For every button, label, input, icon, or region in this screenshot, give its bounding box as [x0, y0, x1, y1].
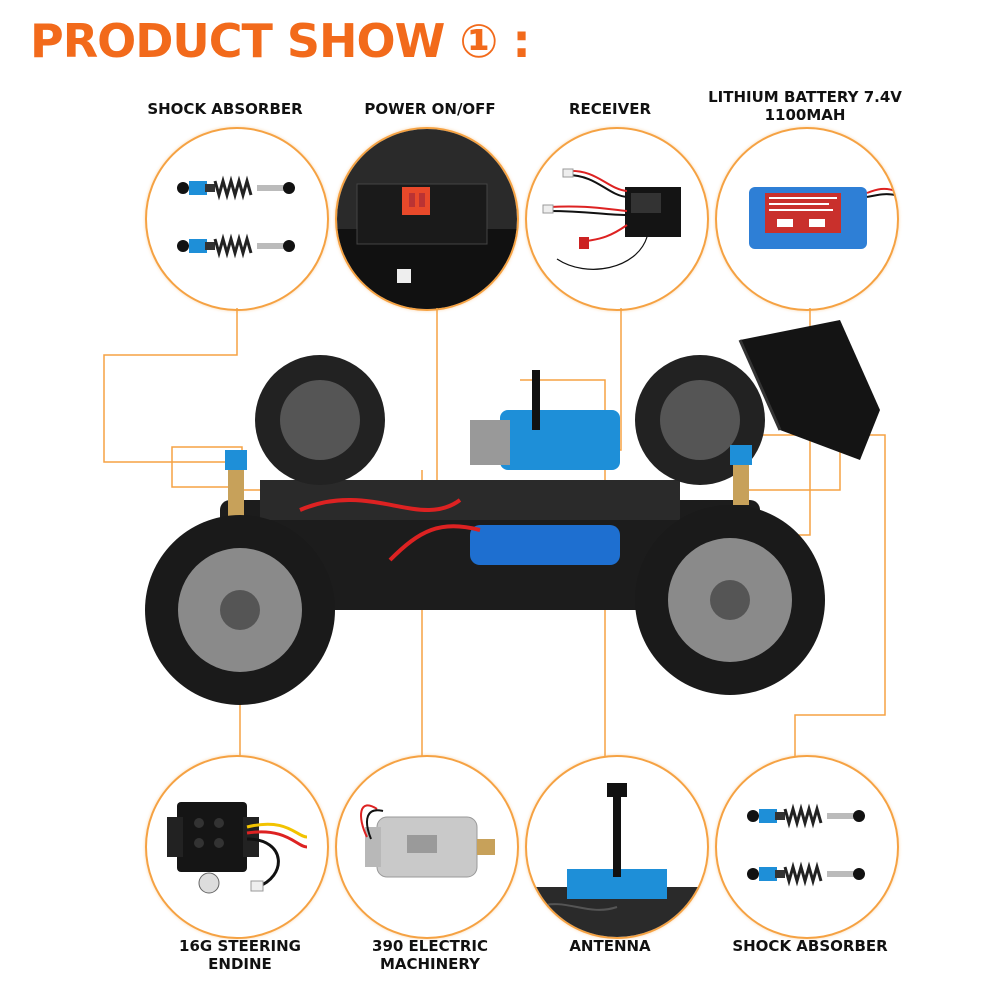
circle-battery — [715, 127, 899, 311]
electric-motor-image — [360, 804, 495, 878]
circle-shock-absorber-bottom — [715, 755, 899, 939]
steering-servo-image — [167, 802, 308, 894]
antenna-image — [527, 783, 707, 937]
circle-steering — [145, 755, 329, 939]
power-switch-image — [337, 129, 517, 309]
label-shock-absorber-top: SHOCK ABSORBER — [147, 100, 303, 118]
circle-antenna — [525, 755, 709, 939]
page-title: PRODUCT SHOW ① : — [30, 14, 531, 68]
battery-image — [749, 187, 896, 249]
label-power: POWER ON/OFF — [364, 100, 496, 118]
receiver-image — [542, 168, 681, 270]
rc-car-image — [145, 320, 880, 705]
label-receiver: RECEIVER — [568, 100, 652, 118]
label-antenna: ANTENNA — [569, 937, 651, 955]
circle-motor — [335, 755, 519, 939]
circle-receiver — [525, 127, 709, 311]
circle-shock-absorber-top — [145, 127, 329, 311]
label-motor: 390 ELECTRIC MACHINERY — [372, 937, 488, 973]
label-steering: 16G STEERING ENDINE — [179, 937, 301, 973]
label-shock-absorber-bottom: SHOCK ABSORBER — [732, 937, 888, 955]
shock-absorber-bottom-image — [747, 803, 865, 887]
label-battery: LITHIUM BATTERY 7.4V 1100MAH — [708, 88, 902, 124]
shock-absorber-image — [177, 175, 295, 259]
circle-power — [335, 127, 519, 311]
